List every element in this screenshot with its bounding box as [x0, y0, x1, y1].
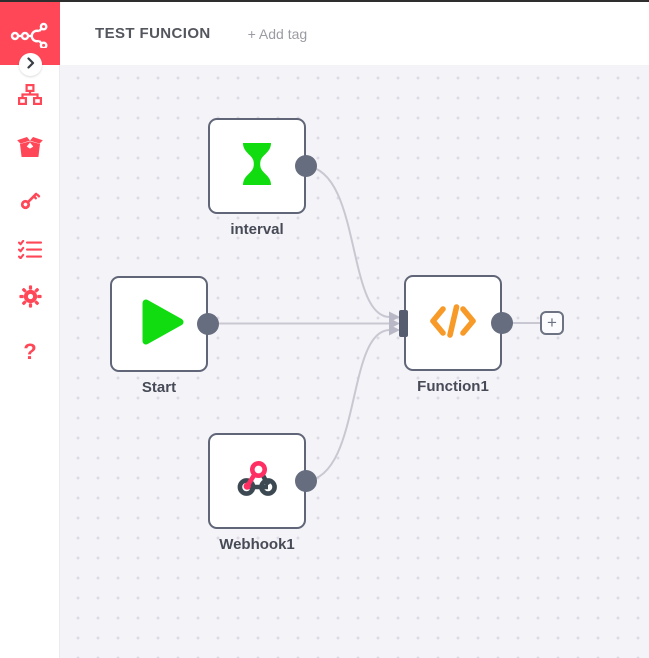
code-brackets-icon: [429, 303, 477, 344]
node-label-start: Start: [141, 379, 177, 396]
chevron-right-icon: [26, 56, 35, 74]
node-label-function1: Function1: [417, 378, 489, 395]
open-box-icon: [17, 136, 43, 163]
node-interval[interactable]: [208, 118, 306, 214]
output-port-function1[interactable]: [491, 312, 513, 334]
node-start[interactable]: [110, 276, 208, 372]
node-function1[interactable]: [404, 275, 502, 371]
webhook-icon: [235, 459, 279, 504]
gear-icon: [18, 285, 42, 313]
add-node-button[interactable]: +: [540, 311, 564, 335]
sidebar-item-credentials[interactable]: [0, 187, 60, 217]
sidebar-collapse-button[interactable]: [19, 53, 42, 76]
play-icon: [142, 299, 184, 350]
key-icon: [18, 188, 42, 217]
node-webhook1[interactable]: [208, 433, 306, 529]
plus-icon: +: [547, 313, 557, 332]
sidebar: ?: [0, 2, 60, 658]
sidebar-item-help[interactable]: ?: [0, 337, 60, 367]
output-port-interval[interactable]: [295, 155, 317, 177]
checklist-icon: [17, 239, 43, 264]
hourglass-icon: [239, 142, 275, 191]
sidebar-item-settings[interactable]: [0, 284, 60, 314]
output-port-start[interactable]: [197, 313, 219, 335]
sidebar-item-workflows[interactable]: [0, 82, 60, 112]
workflow-title[interactable]: TEST FUNCION: [95, 25, 211, 42]
node-label-interval: interval: [230, 221, 284, 238]
sidebar-item-executions[interactable]: [0, 237, 60, 267]
question-mark-icon: ?: [23, 339, 37, 364]
workflow-canvas[interactable]: interval Start Function1: [60, 65, 649, 658]
node-label-webhook1: Webhook1: [219, 536, 295, 553]
output-port-webhook1[interactable]: [295, 470, 317, 492]
topbar: TEST FUNCION + Add tag: [60, 2, 649, 65]
sidebar-item-templates[interactable]: [0, 134, 60, 164]
window-top-border: [0, 0, 649, 2]
input-port-function1[interactable]: [399, 310, 408, 337]
add-tag-button[interactable]: + Add tag: [247, 25, 308, 42]
sitemap-icon: [18, 84, 43, 110]
